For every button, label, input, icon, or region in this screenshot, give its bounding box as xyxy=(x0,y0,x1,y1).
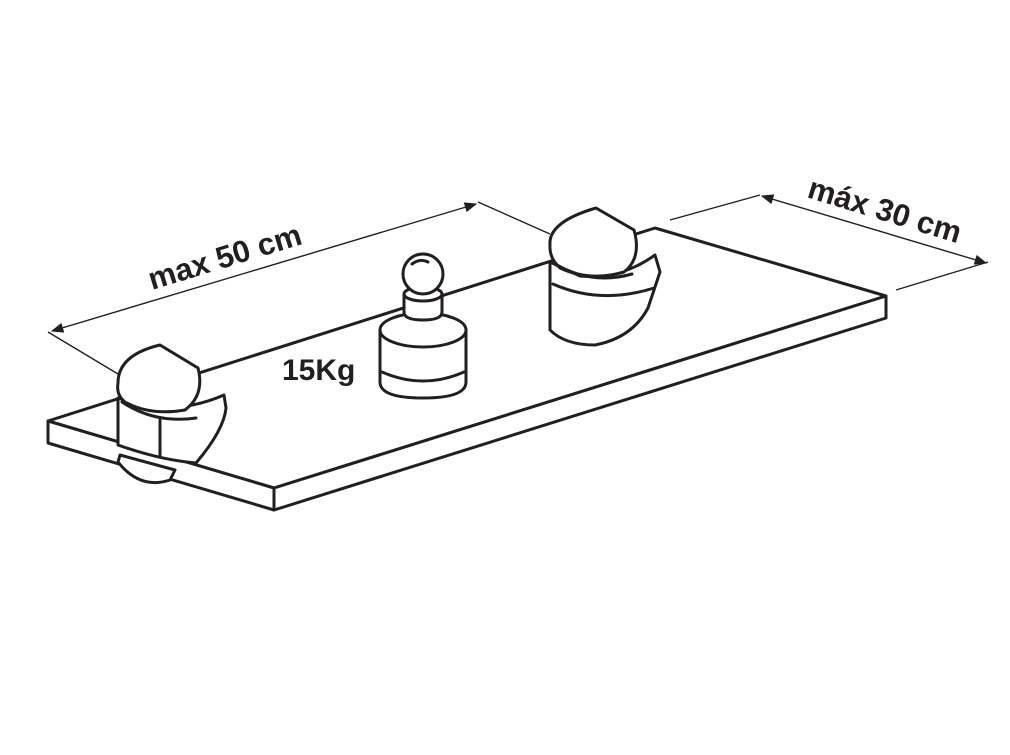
right-support-icon xyxy=(548,206,662,347)
load-label: 15Kg xyxy=(282,354,355,387)
left-support-icon xyxy=(116,343,228,465)
length-dimension xyxy=(47,201,551,375)
weight-icon xyxy=(378,252,468,400)
depth-label: máx 30 cm xyxy=(804,170,966,250)
depth-dimension xyxy=(669,194,989,291)
length-label: max 50 cm xyxy=(144,217,306,297)
left-support-underside xyxy=(116,453,177,485)
